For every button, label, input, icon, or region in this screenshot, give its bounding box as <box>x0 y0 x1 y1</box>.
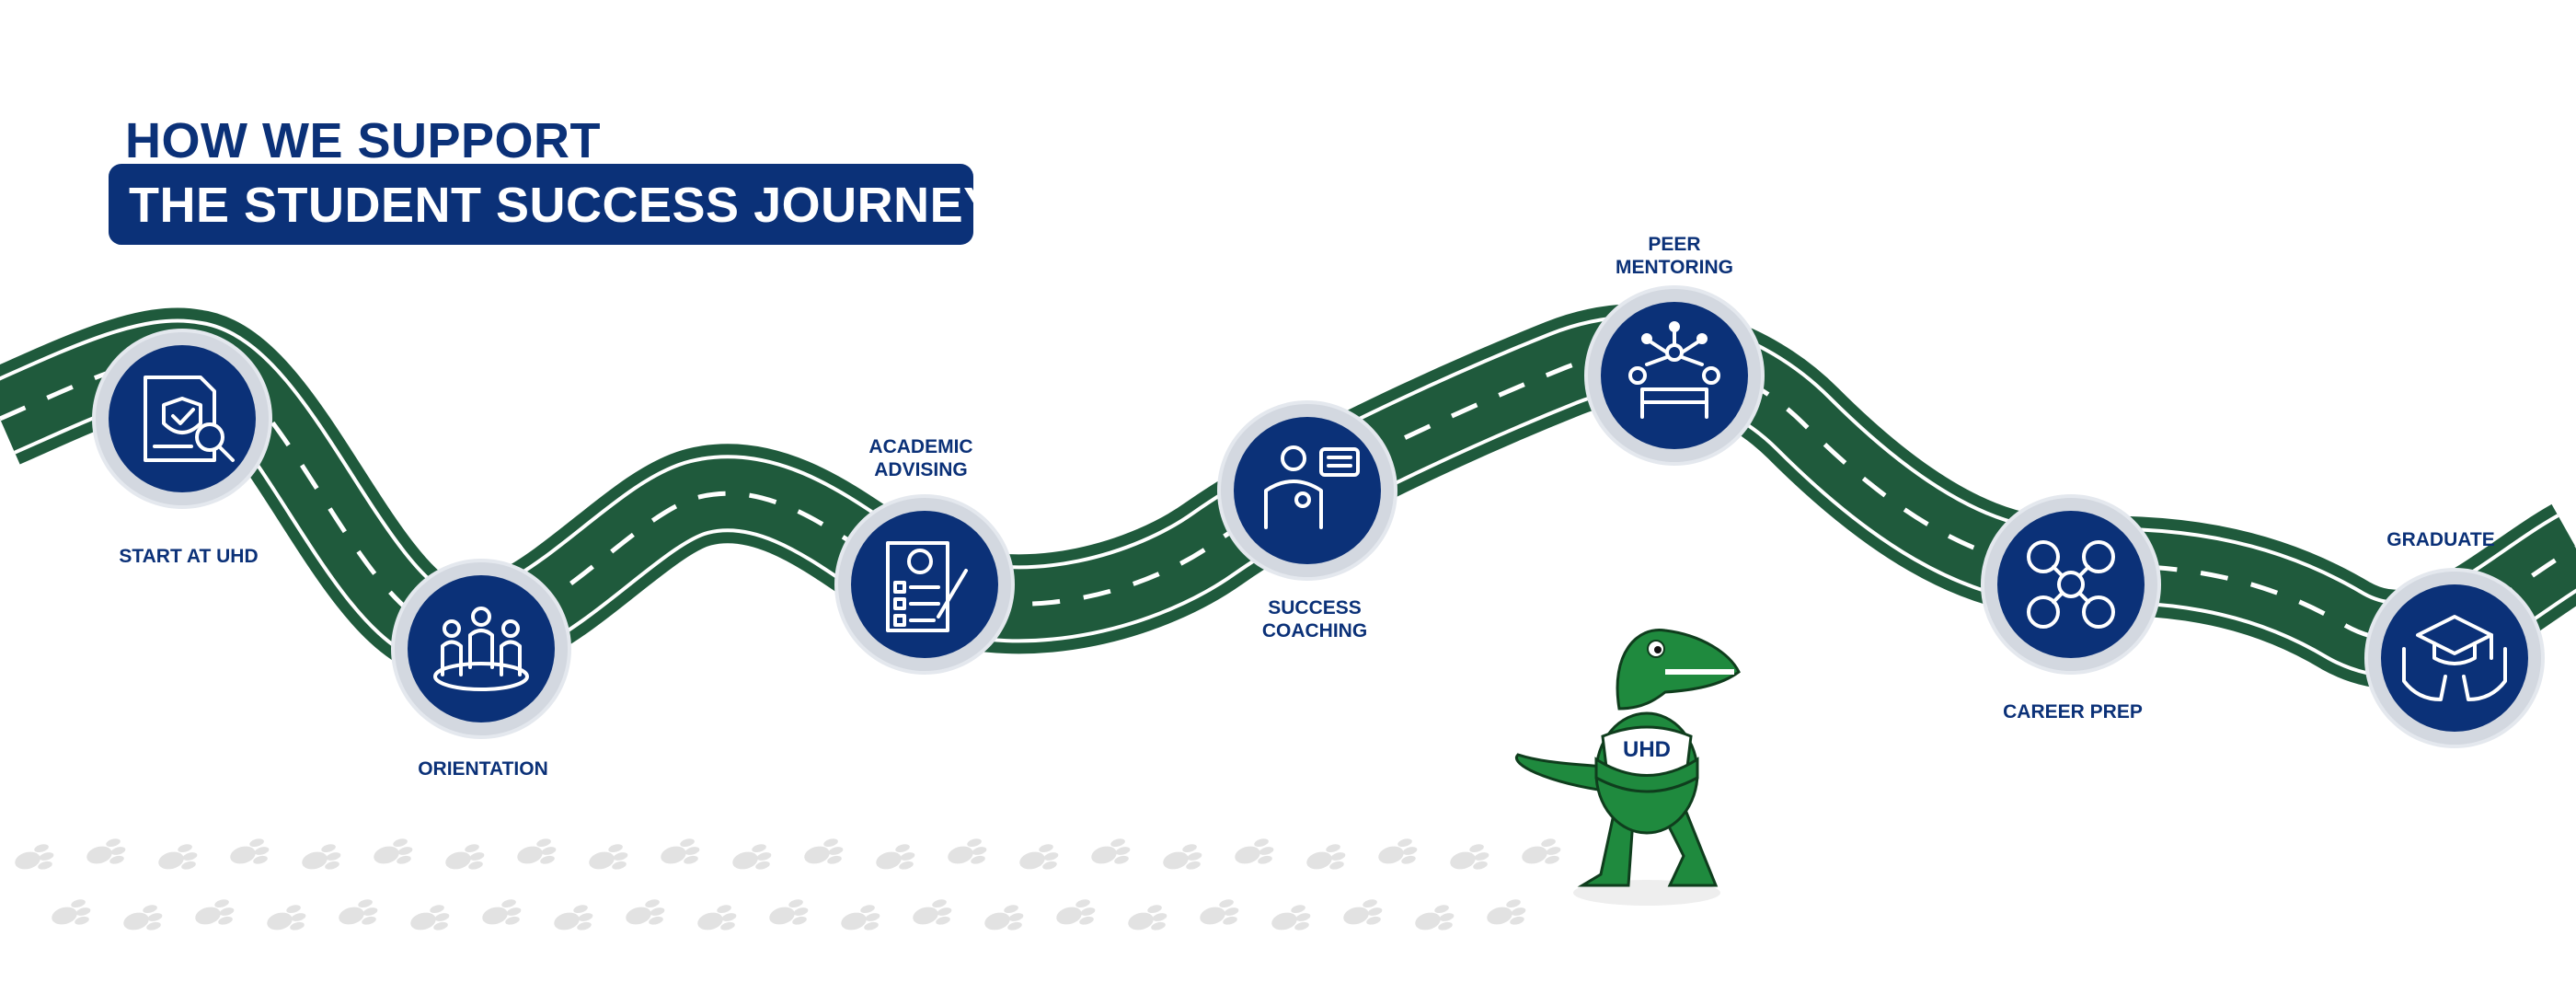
footprint-icon <box>1056 899 1096 925</box>
footprint-icon <box>769 899 809 925</box>
footprint-icon <box>374 838 413 864</box>
footprint-icon <box>1200 899 1239 925</box>
stop-label-coaching: SUCCESS COACHING <box>1261 597 1368 641</box>
footprint-icon <box>1128 905 1167 930</box>
footprint-icon <box>302 844 341 870</box>
footprint-icon <box>913 899 952 925</box>
footprint-icon <box>123 905 163 930</box>
footprint-icon <box>86 838 126 864</box>
stop-badge-6 <box>2364 568 2545 748</box>
stop-badge-3 <box>1217 400 1397 581</box>
footprint-icon <box>158 844 198 870</box>
footprint-icon <box>841 905 880 930</box>
stop-badge-2 <box>834 494 1015 675</box>
svg-text:UHD: UHD <box>1623 737 1671 762</box>
footprint-icon <box>1450 844 1489 870</box>
footprint-icon <box>1415 905 1455 930</box>
group-people-icon <box>433 607 529 691</box>
career-network-icon <box>2027 540 2115 629</box>
footprint-icon <box>517 838 557 864</box>
footprint-icon <box>1163 844 1202 870</box>
footprint-icon <box>1487 899 1526 925</box>
stop-label-orientation: ORIENTATION <box>418 758 548 780</box>
footprint-icon <box>267 905 306 930</box>
footprints-trail <box>15 838 1561 930</box>
footprint-icon <box>1378 838 1418 864</box>
footprint-icon <box>1091 838 1131 864</box>
footprint-icon <box>1271 905 1311 930</box>
graduation-cap-hands-icon <box>2402 615 2507 701</box>
stop-badge-1 <box>391 559 571 739</box>
footprint-icon <box>230 838 270 864</box>
coach-speech-icon <box>1264 445 1360 529</box>
footprint-icon <box>589 844 628 870</box>
stop-label-mentoring: PEER MENTORING <box>1616 234 1733 278</box>
footprint-icon <box>410 905 450 930</box>
journey-stops <box>92 285 2545 748</box>
footprint-icon <box>15 844 54 870</box>
footprint-icon <box>554 905 593 930</box>
footprint-icon <box>876 844 915 870</box>
footprint-icon <box>732 844 772 870</box>
heading-banner: THE STUDENT SUCCESS JOURNEY <box>109 164 996 245</box>
footprint-icon <box>1343 899 1383 925</box>
stop-badge-4 <box>1584 285 1765 466</box>
footprint-icon <box>804 838 844 864</box>
footprint-icon <box>697 905 737 930</box>
heading-line-1: HOW WE SUPPORT <box>125 113 601 168</box>
footprint-icon <box>1306 844 1346 870</box>
footprint-icon <box>195 899 235 925</box>
footprint-icon <box>626 899 665 925</box>
gator-mascot-icon: UHD <box>1515 628 1741 906</box>
stop-label-career: CAREER PREP <box>2003 701 2143 722</box>
checklist-gear-icon <box>886 541 968 632</box>
footprint-icon <box>948 838 987 864</box>
document-shield-search-icon <box>144 376 235 462</box>
stop-label-start: START AT UHD <box>119 546 259 567</box>
footprint-icon <box>1522 838 1561 864</box>
footprint-icon <box>1019 844 1059 870</box>
network-meeting-icon <box>1628 321 1720 419</box>
footprint-icon <box>661 838 700 864</box>
stop-label-advising: ACADEMIC ADVISING <box>868 436 973 480</box>
stop-label-graduate: GRADUATE <box>2386 529 2495 550</box>
footprint-icon <box>1235 838 1274 864</box>
footprint-icon <box>339 899 378 925</box>
footprint-icon <box>482 899 522 925</box>
footprint-icon <box>52 899 91 925</box>
stop-badge-5 <box>1981 494 2161 675</box>
heading-line-2: THE STUDENT SUCCESS JOURNEY <box>129 178 997 233</box>
stop-badge-0 <box>92 329 272 509</box>
footprint-icon <box>984 905 1024 930</box>
footprint-icon <box>445 844 485 870</box>
